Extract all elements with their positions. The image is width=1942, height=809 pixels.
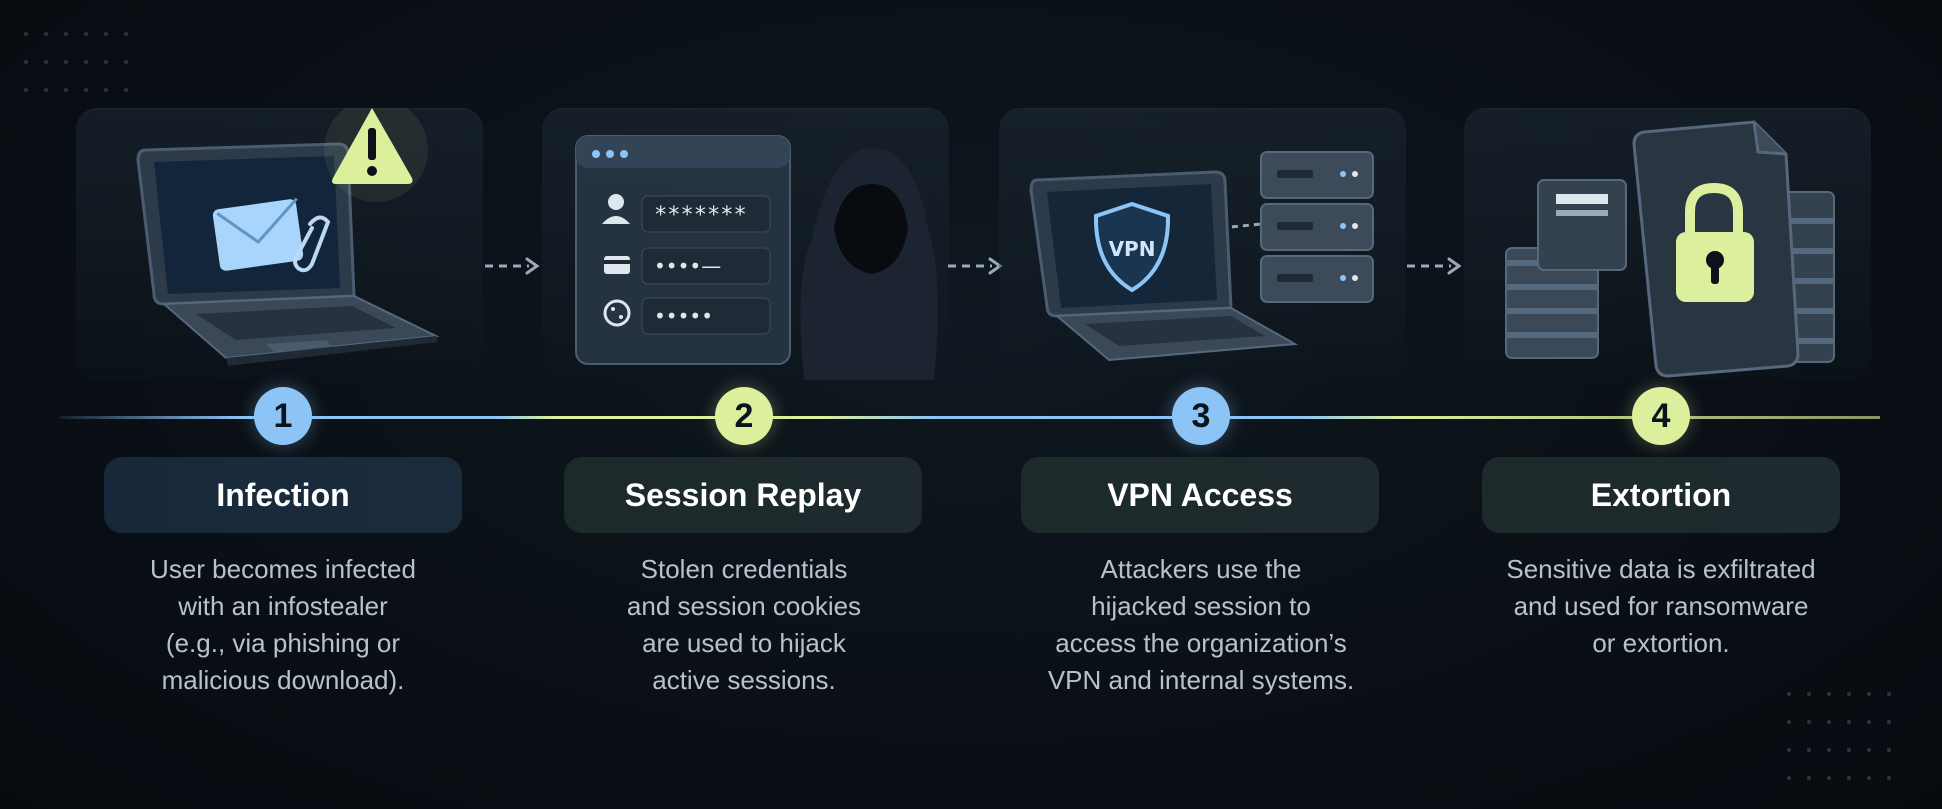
email-icon (212, 197, 304, 271)
step-description-vpn-access: Attackers use the hijacked session to ac… (1011, 551, 1391, 699)
step-badge-2: 2 (715, 387, 773, 445)
laptop-icon (1029, 170, 1299, 362)
flow-arrow-3 (1405, 256, 1465, 281)
step-title-extortion: Extortion (1482, 457, 1840, 533)
server-icon (1260, 151, 1374, 303)
timeline-line (60, 410, 1880, 422)
step-title-vpn-access: VPN Access (1021, 457, 1379, 533)
vpn-shield-label: VPN (1109, 237, 1156, 261)
flow-arrow-1 (483, 256, 543, 281)
hacker-icon (800, 148, 938, 380)
step-title-session-replay: Session Replay (564, 457, 922, 533)
cookie-field-text: ••••• (654, 304, 713, 328)
infection-illustration-card (76, 108, 483, 380)
step-badge-4: 4 (1632, 387, 1690, 445)
step-badge-1: 1 (254, 387, 312, 445)
shield-icon: VPN (1093, 201, 1171, 293)
description-line: and used for ransomware (1513, 591, 1809, 621)
cookie-icon (603, 299, 631, 327)
step-title-infection: Infection (104, 457, 462, 533)
description-line: Sensitive data is exfiltrated (1506, 554, 1816, 584)
card-icon (604, 256, 630, 274)
vpn-access-illustration-card: VPN (999, 108, 1406, 380)
session-replay-illustration-card: ******* ••••— ••••• (542, 108, 949, 380)
description-line: with an infostealer (178, 591, 388, 621)
description-line: (e.g., via phishing or (165, 628, 401, 658)
user-icon (602, 194, 630, 224)
card-field-text: ••••— (654, 254, 721, 278)
step-description-session-replay: Stolen credentials and session cookies a… (554, 551, 934, 699)
description-line: Stolen credentials (640, 554, 848, 584)
description-line: or extortion. (1592, 628, 1730, 658)
description-line: active sessions. (652, 665, 836, 695)
flow-arrow-2 (946, 256, 1006, 281)
step-badge-3: 3 (1172, 387, 1230, 445)
description-line: malicious download). (161, 665, 405, 695)
dot-grid-bottom-right (1785, 690, 1905, 790)
description-line: VPN and internal systems. (1047, 665, 1355, 695)
description-line: hijacked session to (1091, 591, 1311, 621)
description-line: access the organization’s (1055, 628, 1347, 658)
extortion-illustration-card (1464, 108, 1871, 380)
dot-grid-top-left (22, 30, 142, 100)
step-description-extortion: Sensitive data is exfiltrated and used f… (1471, 551, 1851, 662)
description-line: are used to hijack (642, 628, 846, 658)
description-line: Attackers use the (1100, 554, 1302, 584)
warning-icon (324, 108, 428, 202)
password-field-text: ******* (654, 203, 747, 228)
description-line: and session cookies (626, 591, 862, 621)
description-line: User becomes infected (150, 554, 416, 584)
lock-icon (1676, 182, 1754, 302)
paperclip-icon (293, 215, 331, 273)
step-description-infection: User becomes infected with an infosteale… (93, 551, 473, 699)
